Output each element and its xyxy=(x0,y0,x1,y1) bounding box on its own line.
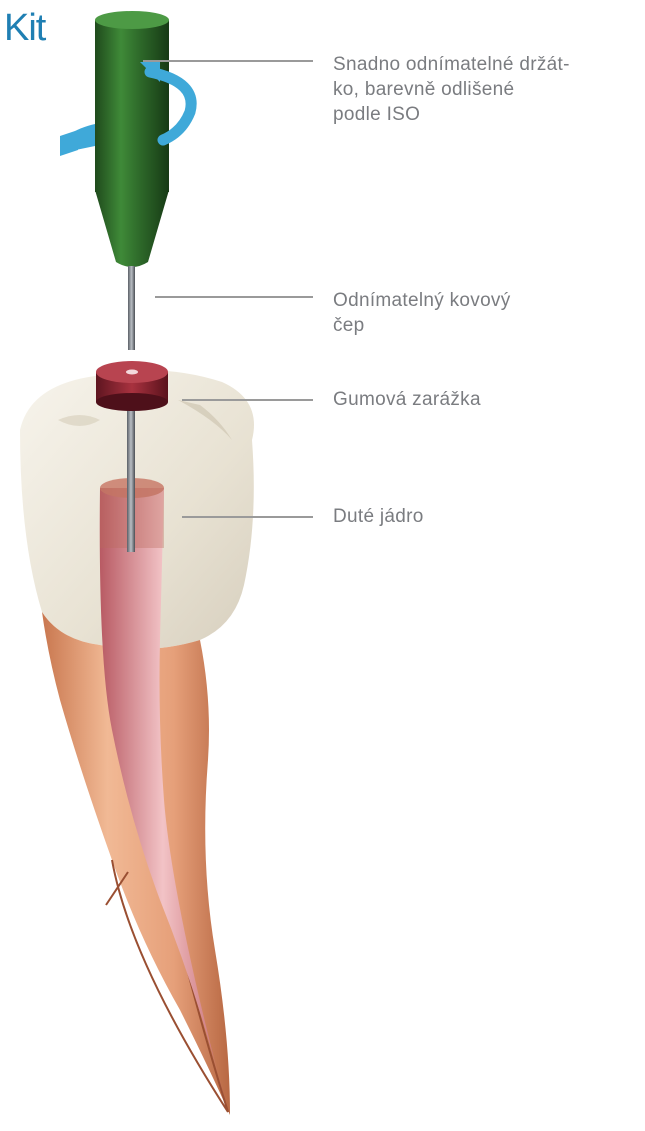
leader-line-pin xyxy=(155,296,313,298)
leader-line-handle xyxy=(143,60,313,62)
callout-text-line: Duté jádro xyxy=(333,504,424,529)
rubber-stopper xyxy=(96,361,168,411)
callout-pin: Odnímatelný kovový čep xyxy=(333,288,511,338)
callout-text-line: Snadno odnímatelné držát- xyxy=(333,52,570,77)
callout-core: Duté jádro xyxy=(333,504,424,529)
callout-text-line: ko, barevně odlišené xyxy=(333,77,570,102)
leader-line-core xyxy=(182,516,313,518)
leader-line-stopper xyxy=(182,399,313,401)
callout-stopper: Gumová zarážka xyxy=(333,387,481,412)
callout-text-line: Gumová zarážka xyxy=(333,387,481,412)
callout-text-line: podle ISO xyxy=(333,102,570,127)
callout-handle: Snadno odnímatelné držát- ko, barevně od… xyxy=(333,52,570,127)
callout-text-line: Odnímatelný kovový xyxy=(333,288,511,313)
callout-text-line: čep xyxy=(333,313,511,338)
metal-pin xyxy=(128,266,135,350)
